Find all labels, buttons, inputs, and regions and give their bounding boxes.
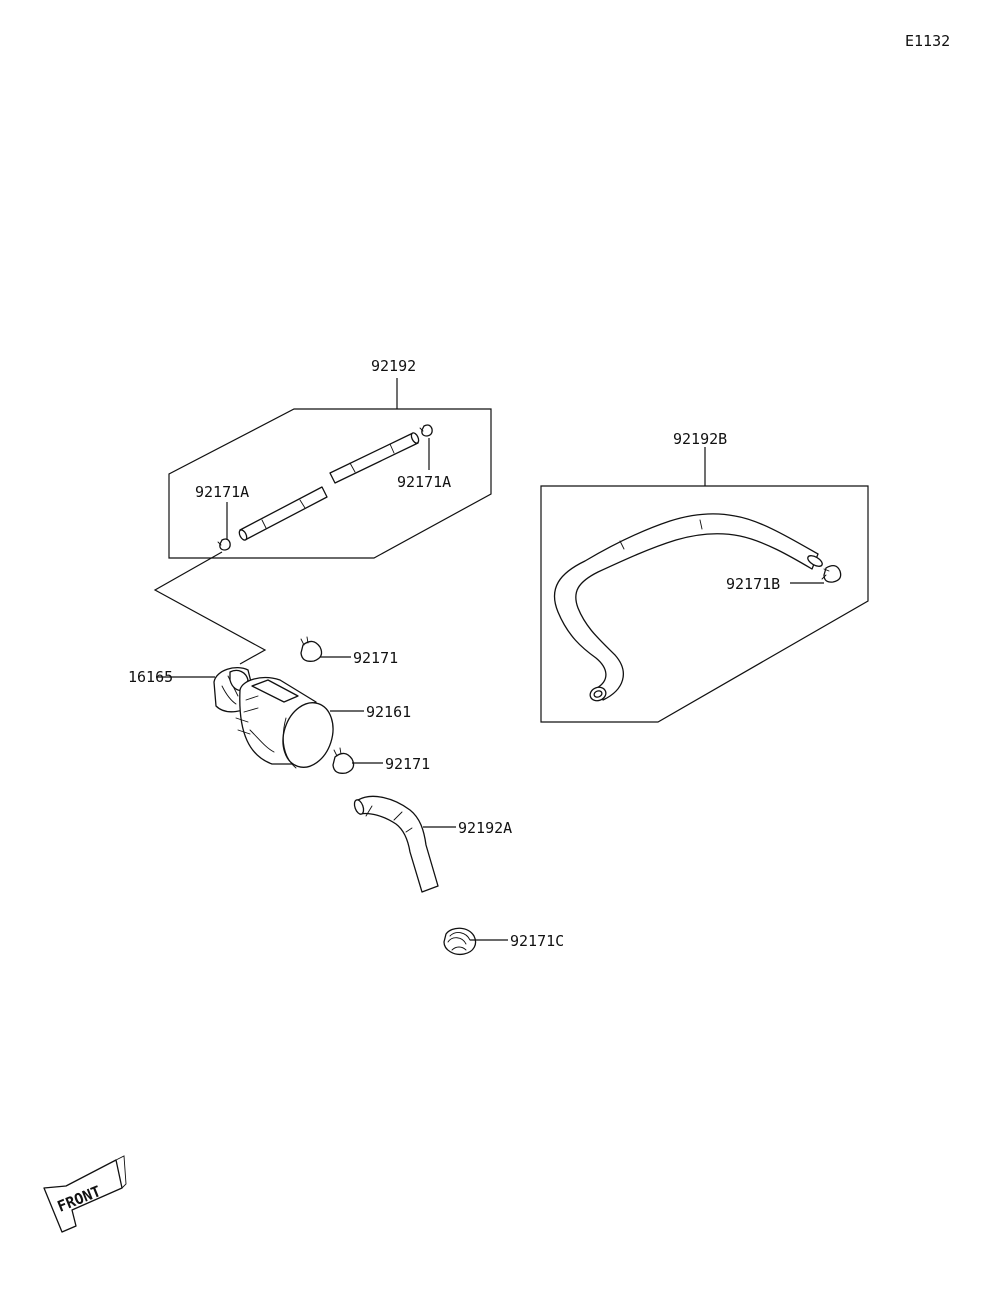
hose-92192B [553,513,823,702]
clamp-92171A-right [419,424,433,437]
label-92161: 92161 [366,703,411,721]
label-92171A-left: 92171A [195,483,249,501]
clamp-92171-bottom [332,747,355,774]
label-92171A-right: 92171A [397,473,451,491]
label-92192: 92192 [371,357,416,375]
clamp-92171-top [300,636,323,662]
hose-92192A [353,795,439,893]
diagram-code: E1132 [905,32,950,50]
group-box-92192 [168,408,492,559]
label-92171C: 92171C [510,932,564,950]
clamp-92171A-left [217,538,231,551]
connector-92192-to-16165 [153,551,267,665]
label-16165: 16165 [128,668,173,686]
filter-assembly [213,667,334,769]
hose-92192B-group: 92192B 92171B [540,430,869,723]
label-92171-top: 92171 [353,649,398,667]
hose-92192 [238,432,420,541]
label-92192B: 92192B [673,430,727,448]
group-box-92192B [540,485,869,723]
hose-92192-group: 92192 92171A 92171A [168,357,492,559]
filter-92161 [235,676,334,769]
clamp-92171C [443,927,477,956]
label-92171-bottom: 92171 [385,755,430,773]
front-arrow-badge: FRONT [43,1155,127,1233]
label-92171B: 92171B [726,575,780,593]
clamp-92171B [821,564,842,583]
label-92192A: 92192A [458,819,512,837]
